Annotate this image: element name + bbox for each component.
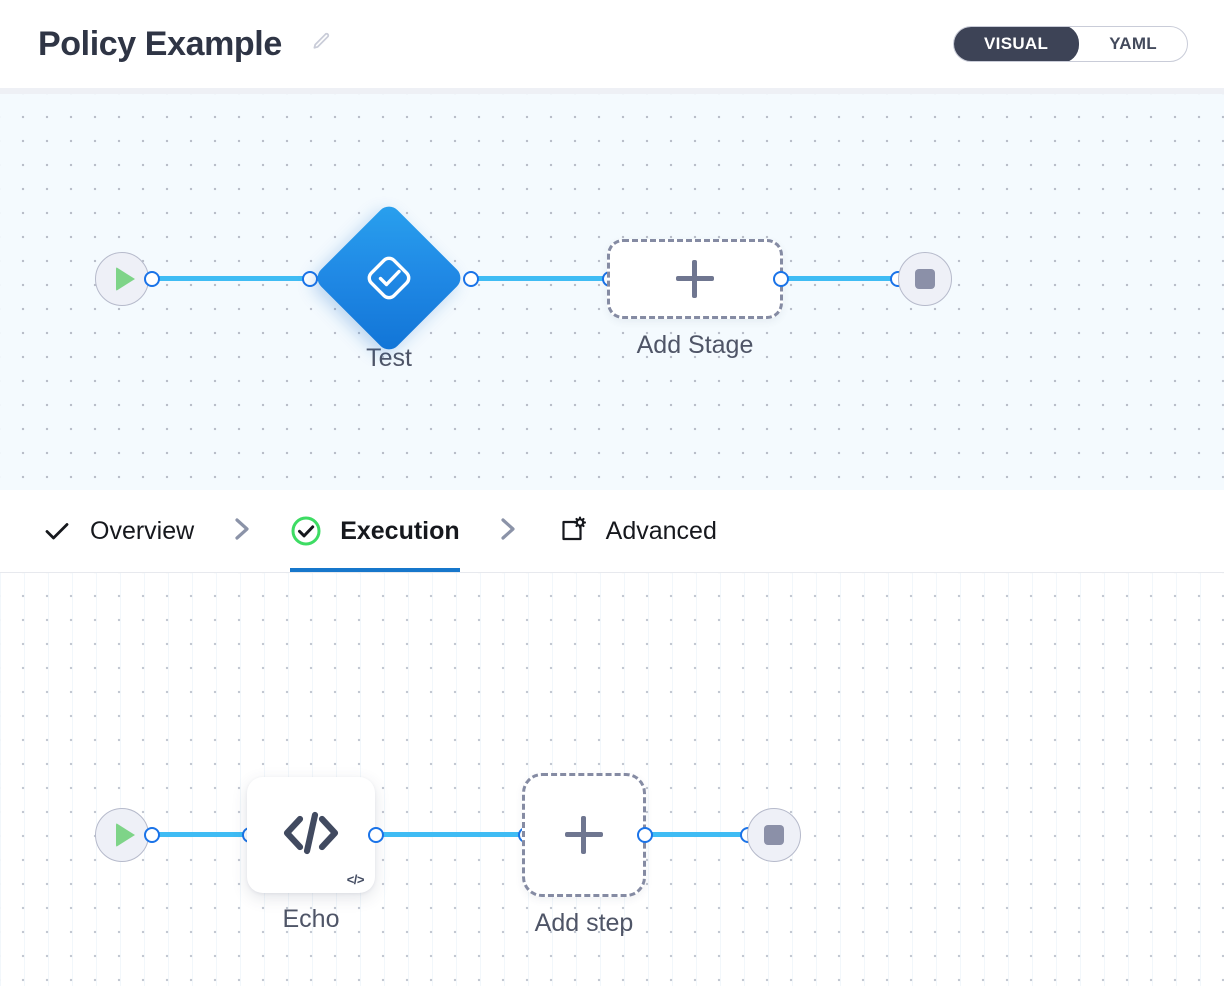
step-flow: </> Echo Add step	[0, 573, 1224, 986]
edge-echo-to-addstep	[378, 832, 528, 837]
stage-flow: Test Add Stage	[0, 94, 1224, 490]
pencil-icon	[310, 31, 332, 58]
edge-addstep-to-end	[648, 832, 760, 837]
edit-title-button[interactable]	[308, 31, 334, 57]
plus-icon	[565, 816, 603, 854]
add-step-label: Add step	[534, 909, 634, 937]
page-header: Policy Example VISUAL YAML	[0, 0, 1224, 88]
step-end-node[interactable]	[747, 808, 801, 862]
play-icon	[115, 267, 135, 291]
add-stage-label: Add Stage	[636, 331, 754, 359]
end-circle[interactable]	[747, 808, 801, 862]
edge-start-to-stage	[152, 276, 320, 281]
port-start-out[interactable]	[144, 827, 160, 843]
end-circle[interactable]	[898, 252, 952, 306]
square-gear-icon	[556, 515, 588, 547]
tab-advanced[interactable]: Advanced	[556, 490, 749, 572]
tab-separator-2	[492, 490, 556, 572]
add-stage-node[interactable]: Add Stage	[607, 239, 783, 358]
header-divider	[0, 88, 1224, 94]
check-circle-green-icon	[290, 515, 322, 547]
tab-overview-label: Overview	[90, 516, 195, 545]
stage-start-node[interactable]	[95, 252, 149, 306]
code-icon	[280, 807, 342, 864]
chevron-right-icon	[230, 516, 254, 547]
code-badge-icon: </>	[346, 872, 365, 887]
stage-canvas[interactable]: Test Add Stage	[0, 94, 1224, 490]
view-mode-toggle[interactable]: VISUAL YAML	[953, 26, 1188, 62]
tab-overview[interactable]: Overview	[42, 490, 226, 572]
check-diamond-icon	[361, 250, 417, 306]
step-node-echo[interactable]: </> Echo	[247, 777, 375, 932]
tab-execution[interactable]: Execution	[290, 490, 491, 572]
edge-start-to-echo	[152, 832, 262, 837]
view-mode-visual-button[interactable]: VISUAL	[954, 27, 1080, 61]
view-mode-yaml-button[interactable]: YAML	[1079, 27, 1187, 61]
start-circle[interactable]	[95, 252, 149, 306]
section-tabs[interactable]: Overview Execution	[0, 490, 1224, 573]
step-canvas[interactable]: </> Echo Add step	[0, 573, 1224, 986]
stop-icon	[915, 269, 935, 289]
play-icon	[115, 823, 135, 847]
step-start-node[interactable]	[95, 808, 149, 862]
stage-diamond[interactable]	[312, 201, 466, 355]
step-node-label: Echo	[282, 905, 340, 933]
port-addstep-out[interactable]	[637, 827, 653, 843]
stage-node-test[interactable]: Test	[312, 201, 466, 371]
tab-execution-label: Execution	[340, 516, 460, 545]
plus-icon	[676, 260, 714, 298]
tab-advanced-label: Advanced	[605, 516, 717, 545]
edge-stage-to-addstage	[465, 276, 617, 281]
port-stage-in[interactable]	[302, 271, 318, 287]
add-step-button[interactable]	[522, 773, 646, 897]
port-echo-out[interactable]	[368, 827, 384, 843]
add-step-node[interactable]: Add step	[522, 773, 646, 936]
edge-addstage-to-end	[782, 276, 902, 281]
add-stage-button[interactable]	[607, 239, 783, 319]
stage-end-node[interactable]	[898, 252, 952, 306]
stop-icon	[764, 825, 784, 845]
tab-separator-1	[226, 490, 290, 572]
port-stage-out[interactable]	[463, 271, 479, 287]
start-circle[interactable]	[95, 808, 149, 862]
page-title: Policy Example	[38, 25, 282, 63]
port-addstage-out[interactable]	[773, 271, 789, 287]
chevron-right-icon	[496, 516, 520, 547]
check-icon	[42, 516, 72, 546]
port-start-out[interactable]	[144, 271, 160, 287]
echo-step-card[interactable]: </>	[247, 777, 375, 893]
